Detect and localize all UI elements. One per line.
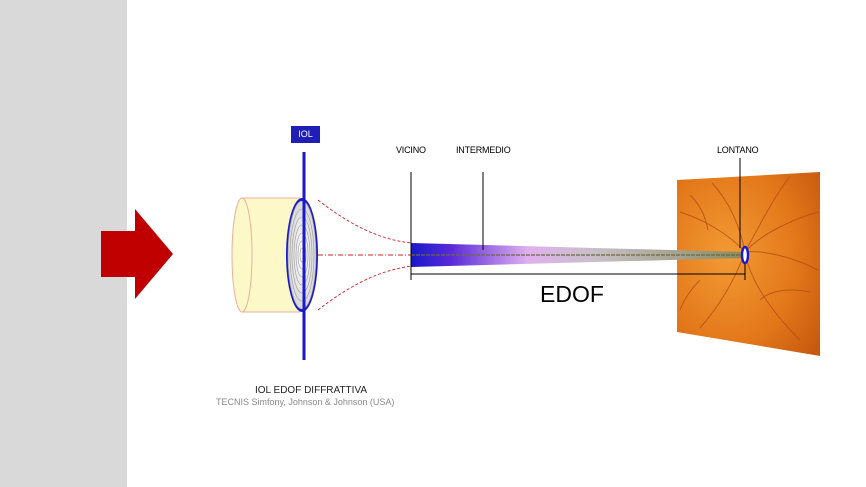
caption-subtitle: TECNIS Simfony, Johnson & Johnson (USA) (216, 397, 395, 407)
retina-image (677, 172, 820, 356)
caption-title: IOL EDOF DIFFRATTIVA (255, 385, 368, 396)
intermediate-label: INTERMEDIO (456, 145, 511, 155)
converging-rays (317, 199, 413, 311)
lens-body (231, 197, 300, 313)
red-arrow-icon (101, 209, 173, 299)
edof-bracket (411, 264, 746, 280)
iol-badge: IOL (291, 126, 320, 143)
focus-ring (740, 245, 750, 265)
near-label: VICINO (396, 145, 426, 155)
lens-diffractive-face (286, 198, 318, 312)
far-label: LONTANO (717, 145, 759, 155)
edof-label: EDOF (540, 281, 604, 307)
